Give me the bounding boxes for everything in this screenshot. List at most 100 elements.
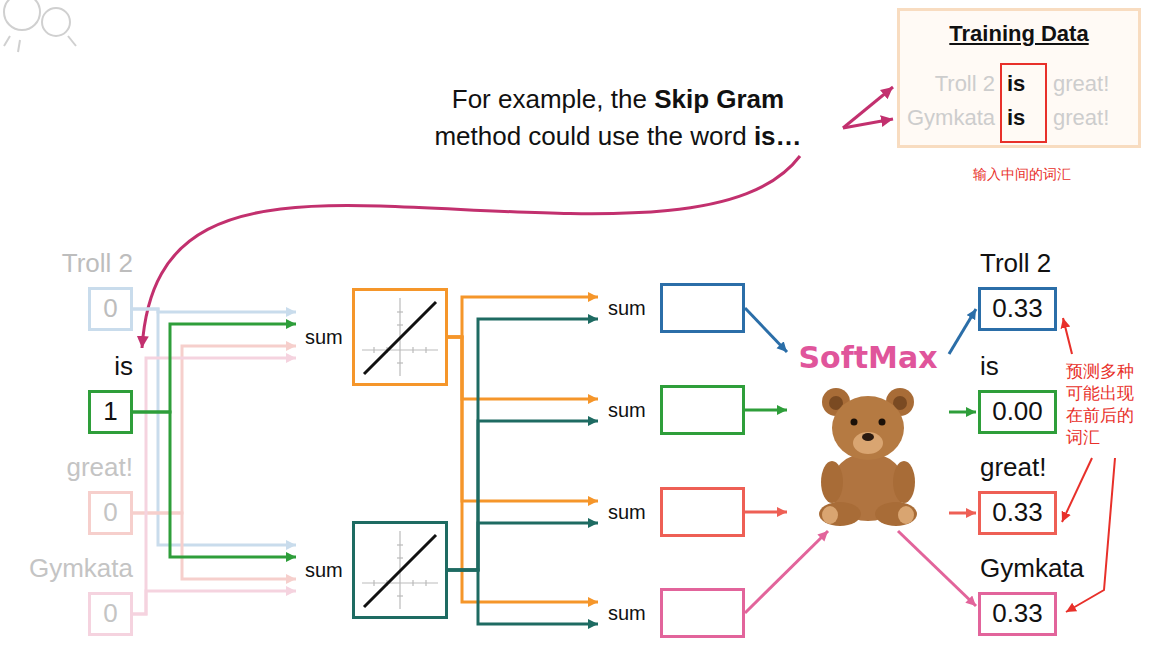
value-number: 0.33: [992, 598, 1043, 629]
activation-node: sum: [298, 520, 450, 620]
value-number: 1: [103, 396, 117, 427]
sentence-word: Troll 2: [935, 71, 995, 97]
bear-part: [822, 506, 838, 524]
one-hot-word-node: great!0: [0, 452, 135, 535]
connector-arrow: [133, 591, 296, 614]
connector-arrow: [448, 570, 598, 624]
output-sum-node: sum: [600, 487, 747, 537]
word-label: is: [114, 351, 133, 382]
sentence-word: great!: [1053, 105, 1109, 131]
plot-axis: [397, 311, 403, 312]
training-data-box: Training DataTroll 2isgreat!Gymkataisgre…: [897, 8, 1141, 148]
bear-part: [898, 506, 914, 524]
logo-watermark: [4, 0, 76, 52]
one-hot-word-node: Troll 2 0: [0, 248, 135, 331]
sum-box: [660, 283, 745, 333]
output-sum-node: sum: [600, 385, 747, 435]
bear-part: [853, 432, 883, 454]
activation-box: [352, 288, 448, 386]
sum-label: sum: [608, 500, 646, 524]
logo-circle: [4, 0, 40, 30]
sum-label: sum: [305, 325, 343, 349]
connector-arrow: [133, 412, 296, 557]
connector-arrow: [745, 308, 787, 352]
callout-text: For example, theSkip Grammethod could us…: [300, 81, 936, 155]
annotation-arrow: [1062, 458, 1092, 522]
output-sum-node: sum: [600, 588, 747, 638]
value-box: 0.33: [978, 287, 1057, 331]
annotation-arrow: [1063, 318, 1072, 354]
emphasis-text: Skip Gram: [654, 84, 784, 114]
connector-arrow: [448, 297, 598, 337]
logo-circle: [42, 8, 70, 36]
softmax-title: SoftMax: [788, 340, 948, 376]
value-number: 0: [103, 598, 117, 629]
one-hot-word-node: is 1: [0, 351, 135, 434]
sum-box: [660, 487, 745, 537]
identity-line: [364, 302, 436, 374]
one-hot-word-node: great! 0.33: [975, 452, 1110, 535]
plot-axis: [425, 580, 426, 586]
value-box: 0: [88, 592, 133, 636]
value-box: 0.33: [978, 592, 1057, 636]
connector-arrow: [949, 411, 976, 414]
activation-box: [352, 521, 448, 619]
connector-arrow: [448, 523, 598, 570]
value-box: 0.00: [978, 390, 1057, 434]
activation-plot: [352, 288, 448, 386]
plot-axis: [412, 580, 413, 586]
word-label: Gymkata: [29, 553, 133, 584]
bear-part: [851, 419, 858, 426]
connector-arrow: [745, 511, 787, 514]
sum-label: sum: [608, 398, 646, 422]
plot-axis: [397, 544, 403, 545]
bear-part: [832, 396, 904, 460]
identity-line: [364, 535, 436, 607]
curved-pointer-arrow: [142, 156, 800, 348]
plot-axis: [412, 347, 413, 353]
annotation-arrow: [1066, 458, 1115, 612]
value-number: 0: [103, 293, 117, 324]
value-number: 0.33: [992, 293, 1043, 324]
sentence-word: is: [1007, 71, 1025, 97]
word-label: Troll 2: [62, 248, 133, 279]
callout-text: method could use the word: [434, 121, 746, 151]
plot-axis: [397, 362, 403, 363]
sum-label: sum: [608, 296, 646, 320]
value-box: 0: [88, 491, 133, 535]
value-number: 0.33: [992, 497, 1043, 528]
sum-label: sum: [305, 558, 343, 582]
value-number: 0: [103, 497, 117, 528]
output-sum-node: sum: [600, 283, 747, 333]
bear-part: [862, 433, 874, 441]
connector-arrow: [898, 531, 976, 606]
connector-arrow: [745, 531, 828, 613]
bear-part: [821, 461, 843, 503]
connector-arrow: [448, 337, 598, 602]
box-title: Training Data: [900, 21, 1138, 47]
one-hot-word-node: Troll 20.33: [975, 248, 1110, 331]
sum-box: [660, 588, 745, 638]
connector-arrow: [949, 512, 976, 515]
connector-arrow: [133, 324, 296, 412]
annotation-note: 输入中间的词汇: [973, 166, 1071, 184]
plot-axis: [397, 324, 403, 325]
connector-arrow: [745, 409, 787, 412]
bear-part: [893, 461, 915, 503]
connector-arrow: [949, 309, 976, 354]
word-label: Gymkata: [980, 553, 1084, 584]
plot-axis: [425, 347, 426, 353]
connector-arrow: [133, 309, 296, 545]
connector-arrow: [448, 319, 598, 570]
callout-line: For example, theSkip Gram: [300, 81, 936, 118]
activation-frame: [354, 290, 447, 385]
sum-label: sum: [608, 601, 646, 625]
connector-arrow: [133, 346, 296, 513]
connector-arrow: [448, 337, 598, 501]
value-box: 0.33: [978, 491, 1057, 535]
pointer-arrow: [843, 119, 893, 128]
plot-axis: [373, 347, 374, 353]
bear-part: [879, 419, 886, 426]
activation-frame: [354, 523, 447, 618]
word-label: great!: [980, 452, 1047, 483]
